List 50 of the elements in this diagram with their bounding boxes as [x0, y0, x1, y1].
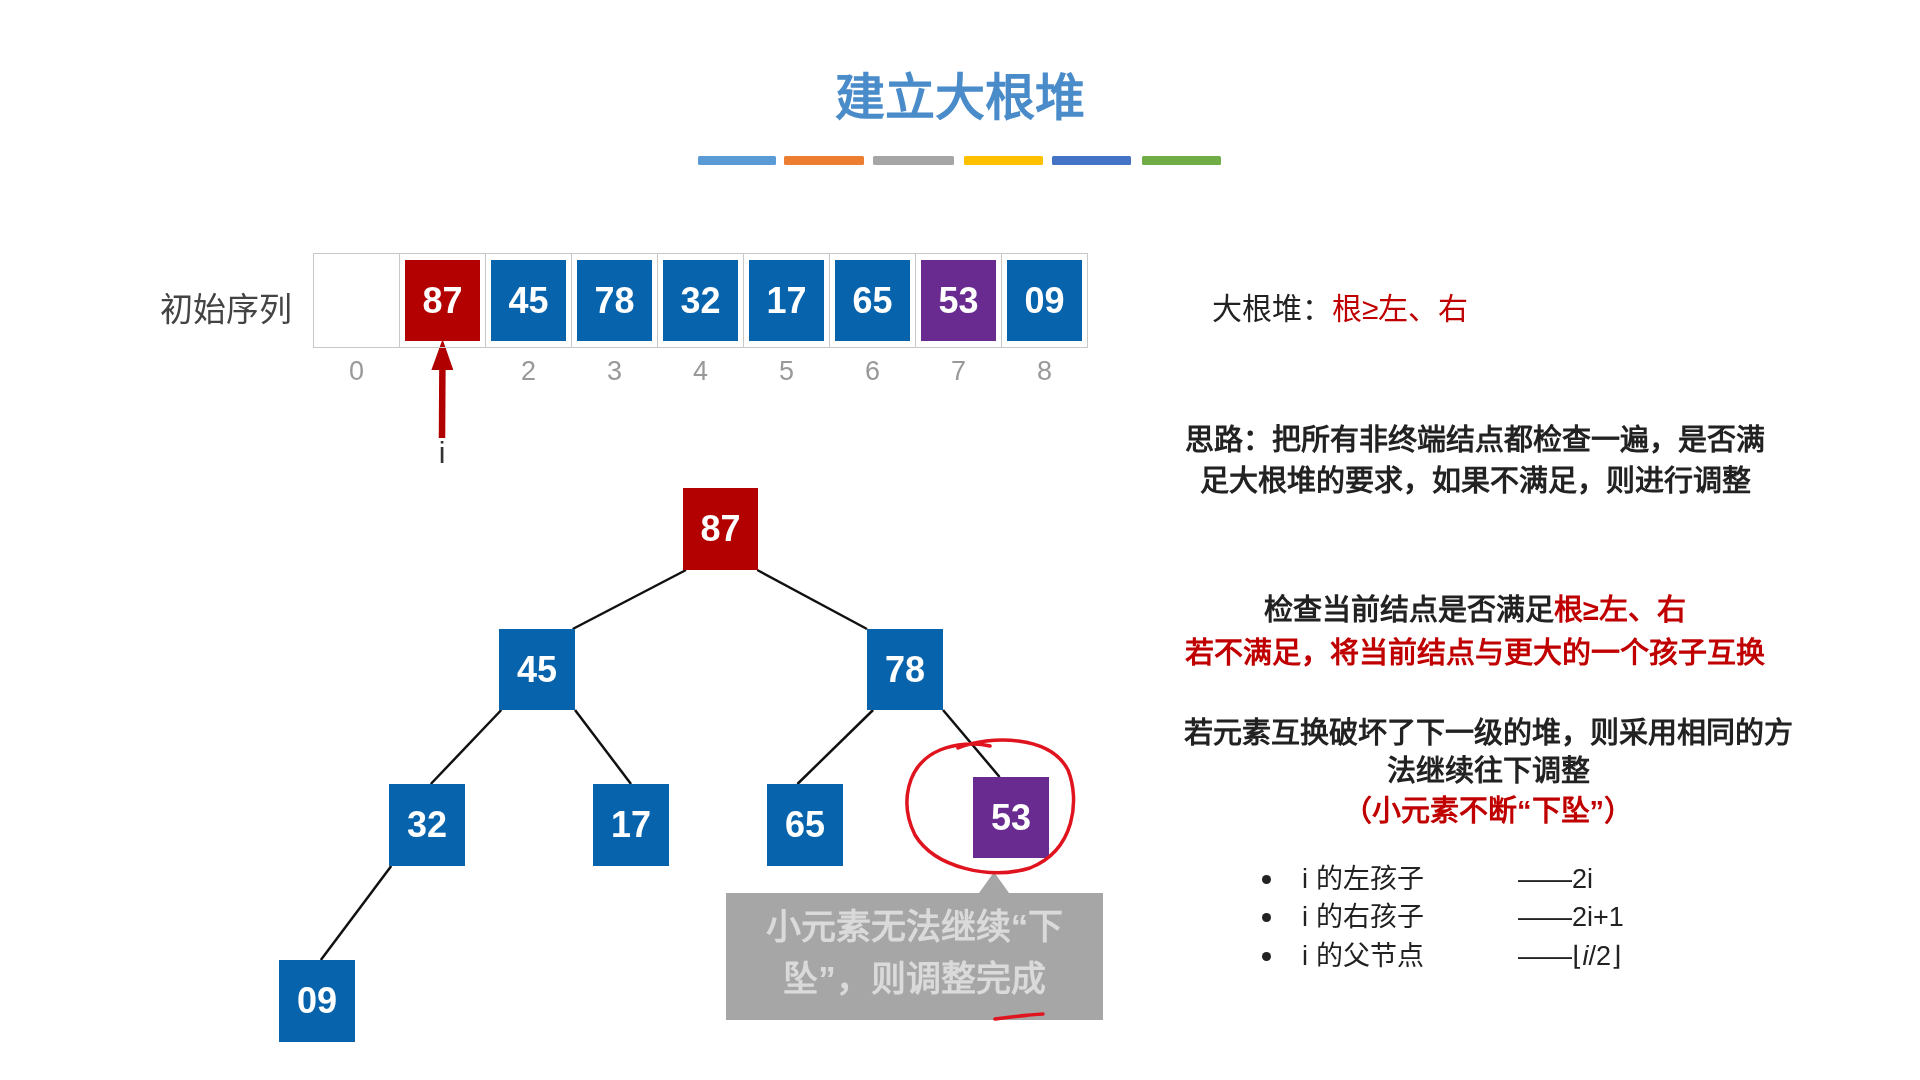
connector-line	[942, 709, 1001, 778]
highlight-text: 根≥左、右	[1554, 594, 1686, 626]
formula-text: ——2i	[1518, 863, 1593, 894]
connector-line	[429, 709, 503, 785]
arrow	[431, 339, 454, 439]
array-cell: 53	[915, 253, 1002, 348]
tree-node: 87	[683, 488, 758, 570]
row-label: 初始序列	[160, 290, 292, 328]
index-number: 7	[951, 355, 966, 386]
array-cell: 87	[399, 253, 486, 348]
note-text: 大根堆：	[1212, 291, 1332, 325]
tree-node: 17	[593, 784, 669, 866]
connector-line	[574, 709, 632, 785]
array-cell: 78	[571, 253, 658, 348]
tree-node: 09	[279, 960, 355, 1042]
highlight-text: 根≥左、右	[1332, 291, 1469, 325]
bullet-text: i 的右孩子	[1302, 901, 1424, 932]
formula-text: ——⌊i/2⌋	[1518, 940, 1622, 971]
tree-node: 32	[389, 784, 465, 866]
bullet-text: i 的父节点	[1302, 940, 1424, 971]
highlight-text: （小元素不断“下坠”）	[1343, 795, 1633, 827]
tree-node: 78	[867, 629, 943, 710]
note-text: 若元素互换破坏了下一级的堆，则采用相同的方法继续往下调整	[1183, 717, 1793, 787]
array-cell: 32	[657, 253, 744, 348]
index-number: 5	[779, 355, 794, 386]
index-number: 2	[521, 355, 536, 386]
bullet-text: i 的左孩子	[1302, 863, 1424, 894]
connector-line	[572, 568, 687, 631]
connector-line	[796, 709, 874, 785]
highlight-text: 若不满足，将当前结点与更大的一个孩子互换	[1185, 637, 1765, 669]
array-cell: 45	[485, 253, 572, 348]
index-label: i	[427, 438, 457, 468]
title: 建立大根堆	[835, 70, 1085, 126]
note-text: 检查当前结点是否满足	[1264, 594, 1555, 626]
array-cell: 65	[829, 253, 916, 348]
array-cell: 09	[1001, 253, 1088, 348]
array-cell: 17	[743, 253, 830, 348]
index-number: 8	[1037, 355, 1052, 386]
array-cell	[313, 253, 400, 348]
connector-line	[319, 865, 393, 961]
tree-node: 53	[973, 777, 1049, 858]
connector-line	[756, 568, 868, 631]
note-text: 思路：把所有非终端结点都检查一遍，是否满足大根堆的要求，如果不满足，则进行调整	[1185, 423, 1765, 497]
index-number: 0	[349, 355, 364, 386]
formula-text: ——2i+1	[1518, 901, 1624, 932]
tree-node: 65	[767, 784, 843, 866]
index-number: 4	[693, 355, 708, 386]
index-number: 3	[607, 355, 622, 386]
index-number: 6	[865, 355, 880, 386]
tree-node: 45	[499, 629, 575, 710]
